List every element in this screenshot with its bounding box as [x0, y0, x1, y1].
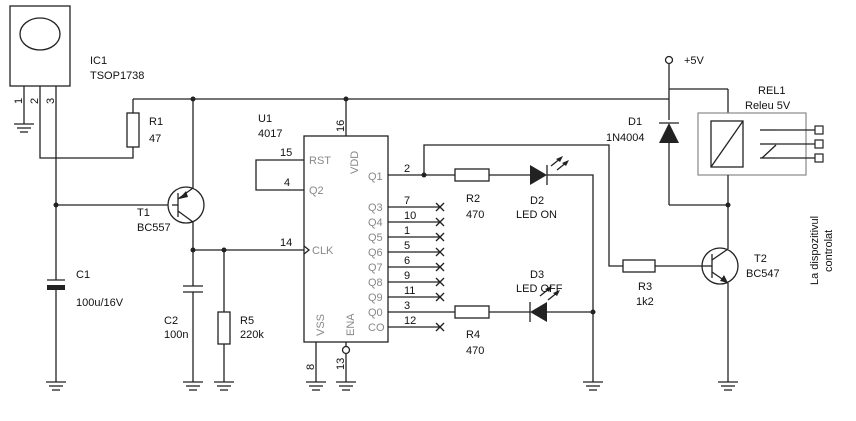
resistor-r2	[454, 168, 490, 182]
u1-vss-pin-label: VSS	[315, 314, 327, 336]
u1-q6-pin-label: Q6	[368, 247, 383, 259]
ic1-pin-1-number: 1	[13, 98, 25, 104]
resistor-r5	[214, 250, 234, 391]
c2-value-label: 100n	[164, 329, 188, 341]
d2-ref-label: D2	[530, 195, 544, 207]
d1-value-label: 1N4004	[606, 132, 645, 144]
r3-ref-label: R3	[638, 281, 652, 293]
u1-q7-pin-number: 6	[404, 255, 410, 267]
u1-unused-outputs	[388, 202, 445, 332]
capacitor-c2	[183, 285, 203, 391]
u1-q8-pin-number: 9	[404, 270, 410, 282]
u1-q6-pin-number: 5	[404, 240, 410, 252]
u1-q0-pin-number: 3	[404, 300, 410, 312]
r1-ref-label: R1	[149, 116, 163, 128]
enable-invert-bubble	[341, 345, 351, 355]
u1-clk-pin-label: CLK	[312, 245, 334, 257]
resistor-r1	[126, 112, 140, 148]
counter-u1	[303, 135, 389, 343]
output-note-line2: controlat	[823, 230, 835, 272]
r5-ref-label: R5	[240, 315, 254, 327]
u1-q2-pin-label: Q2	[309, 185, 324, 197]
capacitor-c1	[46, 279, 66, 391]
u1-co-pin-number: 12	[404, 315, 416, 327]
led-d3	[529, 286, 560, 322]
u1-q1-pin-number: 2	[404, 163, 410, 175]
u1-vdd-pin-label: VDD	[349, 151, 361, 174]
u1-q9-pin-number: 11	[404, 285, 415, 297]
u1-q7-pin-label: Q7	[368, 262, 383, 274]
r5-value-label: 220k	[240, 329, 264, 341]
led-d2	[530, 156, 569, 185]
u1-q4-pin-number: 10	[404, 210, 416, 222]
t1-value-label: BC557	[137, 222, 171, 234]
resistor-r3	[622, 259, 656, 273]
u1-q4-pin-label: Q4	[368, 217, 383, 229]
output-note-line1: La dispozitivul	[809, 216, 821, 285]
u1-ena-pin-number: 13	[335, 358, 347, 370]
ic1-pin-3-number: 3	[45, 98, 57, 104]
t2-value-label: BC547	[746, 268, 780, 280]
ic1-ref-label: IC1	[90, 55, 107, 67]
r4-value-label: 470	[466, 345, 484, 357]
u1-vdd-pin-number: 16	[335, 120, 347, 132]
r2-ref-label: R2	[466, 193, 480, 205]
u1-q5-pin-label: Q5	[368, 232, 383, 244]
r3-value-label: 1k2	[636, 296, 654, 308]
u1-q1-pin-label: Q1	[368, 171, 383, 183]
u1-q3-pin-label: Q3	[368, 202, 383, 214]
t2-ref-label: T2	[754, 253, 767, 265]
rel1-value-label: Releu 5V	[745, 100, 791, 112]
c1-ref-label: C1	[76, 269, 90, 281]
u1-ref-label: U1	[258, 113, 272, 125]
r2-value-label: 470	[466, 209, 484, 221]
ir-receiver-ic1	[9, 5, 71, 112]
supply-label: +5V	[684, 55, 705, 67]
u1-q0-pin-label: Q0	[368, 307, 383, 319]
c1-value-label: 100u/16V	[76, 297, 124, 309]
d3-value-label: LED OFF	[516, 283, 563, 295]
u1-ena-pin-label: ENA	[345, 313, 357, 336]
d2-value-label: LED ON	[516, 209, 557, 221]
u1-q3-pin-number: 7	[404, 195, 410, 207]
relay-rel1	[697, 112, 824, 205]
t1-ref-label: T1	[137, 207, 150, 219]
u1-q5-pin-number: 1	[404, 225, 410, 237]
transistor-t1	[167, 186, 205, 224]
c2-ref-label: C2	[164, 315, 178, 327]
d1-ref-label: D1	[628, 116, 642, 128]
u1-q2-pin-number: 4	[284, 177, 290, 189]
u1-q8-pin-label: Q8	[368, 277, 383, 289]
transistor-t2	[701, 247, 739, 285]
ground-symbol	[14, 112, 34, 133]
rel1-ref-label: REL1	[758, 85, 786, 97]
ic1-value-label: TSOP1738	[90, 70, 144, 82]
supply-terminal	[664, 55, 674, 65]
resistor-r4	[454, 305, 490, 319]
ic1-pin-2-number: 2	[29, 98, 41, 104]
u1-q9-pin-label: Q9	[368, 292, 383, 304]
r1-value-label: 47	[149, 133, 161, 145]
u1-rst-pin-label: RST	[309, 155, 331, 167]
d3-ref-label: D3	[530, 269, 544, 281]
u1-rst-pin-number: 15	[280, 147, 292, 159]
u1-co-pin-label: CO	[368, 322, 385, 334]
u1-clk-pin-number: 14	[280, 237, 292, 249]
diode-d1	[659, 122, 679, 143]
r4-ref-label: R4	[466, 329, 480, 341]
u1-vss-pin-number: 8	[305, 364, 317, 370]
u1-value-label: 4017	[258, 128, 282, 140]
